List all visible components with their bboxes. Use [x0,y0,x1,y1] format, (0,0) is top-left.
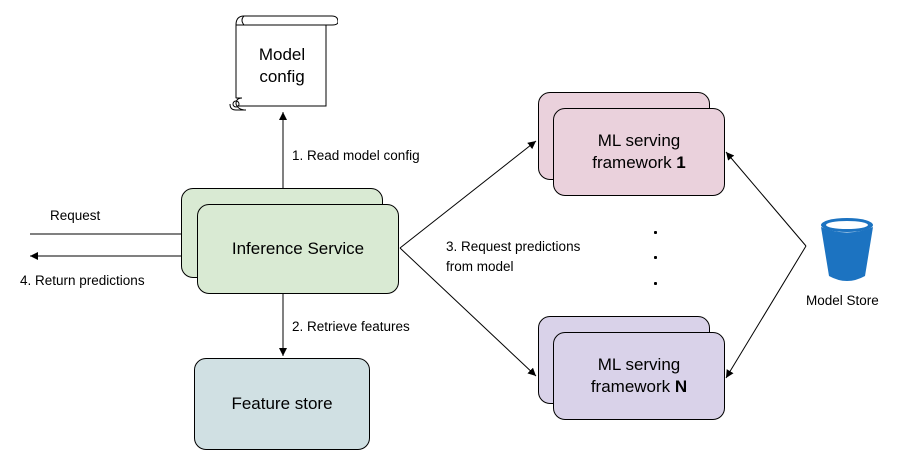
ml-serving-n-line2: framework [590,377,675,396]
model-store-label: Model Store [806,293,879,308]
config-scroll-icon [229,15,338,111]
ellipsis-dot-1 [654,231,657,234]
ml-serving-1-line1: ML serving [597,131,681,150]
edge-label-retrieve-features: 2. Retrieve features [292,319,410,334]
bucket-icon [821,218,873,281]
ml-serving-n-line1: ML serving [597,355,681,374]
edge-label-read-config: 1. Read model config [292,148,420,163]
ml-serving-n-node[interactable]: ML serving framework N [553,332,725,420]
ellipsis-dot-2 [654,256,657,259]
ml-serving-1-index: 1 [676,153,686,172]
feature-store-node[interactable]: Feature store [194,358,370,450]
ml-serving-1-node[interactable]: ML serving framework 1 [553,108,725,196]
arrow-to-ml-bottom [399,247,537,377]
feature-store-label: Feature store [231,394,333,413]
edge-label-request: Request [50,208,101,223]
edge-label-request-predictions-1: 3. Request predictions [446,239,581,254]
inference-service-node[interactable]: Inference Service [197,204,399,294]
ml-serving-n-index: N [674,377,688,396]
ellipsis-dot-3 [654,282,657,285]
arrow-store-to-ml-top [725,151,807,247]
model-config-line1: Model [258,45,306,64]
edge-label-request-predictions-2: from model [446,259,514,274]
model-config-line2: config [259,67,305,86]
inference-service-label: Inference Service [231,239,365,258]
model-config-node: Model config [238,26,326,106]
edge-label-return-predictions: 4. Return predictions [20,273,145,288]
arrow-store-to-ml-bottom [725,245,807,379]
arrow-to-ml-top [399,140,537,249]
ml-serving-1-line2: framework [592,153,677,172]
